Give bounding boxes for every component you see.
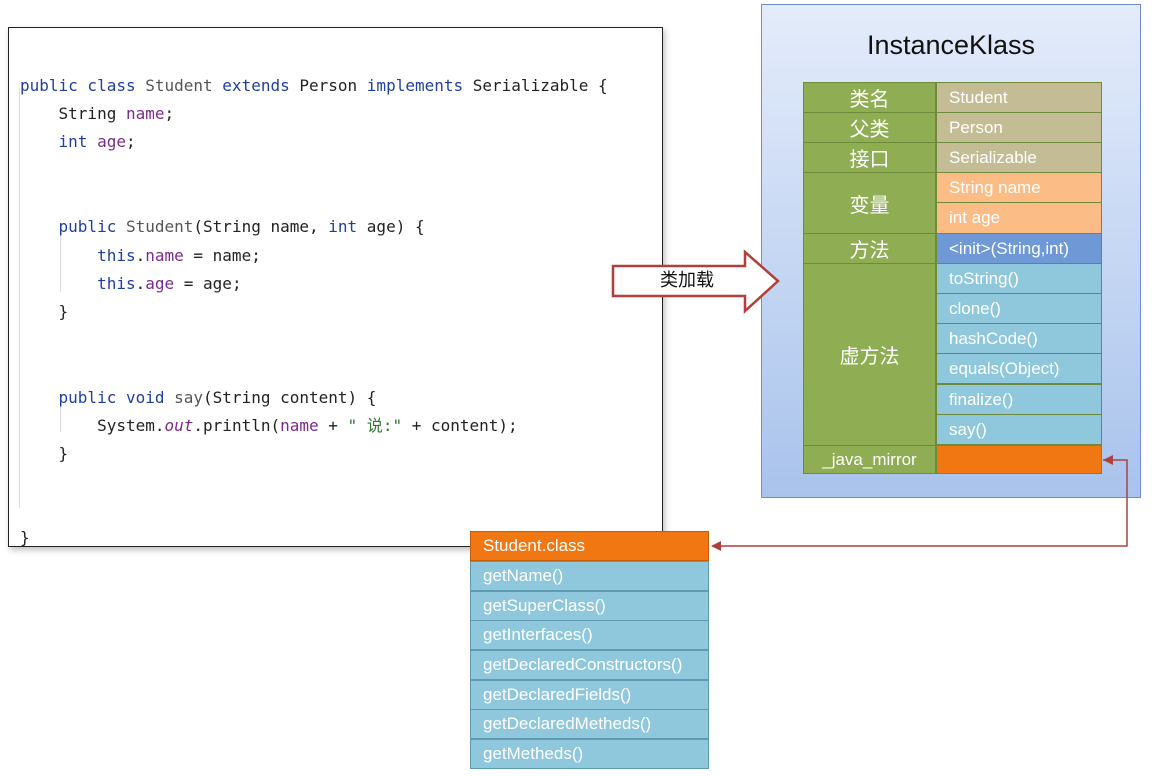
code-line: public class Student extends Person impl… — [20, 74, 608, 98]
code-line: this.age = age; — [20, 272, 242, 296]
code-token: . — [135, 274, 146, 293]
class-object-method: getInterfaces() — [470, 620, 709, 650]
code-token: (String content) { — [203, 388, 377, 407]
code-token: age — [145, 274, 175, 293]
code-token: public class — [20, 76, 146, 95]
class-object-method: getDeclaredConstructors() — [470, 650, 709, 680]
code-token: implements — [366, 76, 473, 95]
code-token: public — [58, 217, 126, 236]
code-token: ; — [125, 132, 136, 151]
code-token: System. — [20, 416, 165, 435]
indent-guide — [60, 232, 61, 292]
super-class-label: 父类 — [803, 112, 936, 143]
code-token: = age; — [174, 274, 242, 293]
code-token: Student — [145, 76, 223, 95]
code-token: ; — [164, 104, 175, 123]
code-token: name — [280, 416, 319, 435]
code-token: = name; — [183, 246, 261, 265]
code-line: String name; — [20, 102, 175, 126]
code-line: int age; — [20, 130, 136, 154]
code-token: } — [20, 302, 69, 321]
fields-label: 变量 — [803, 172, 936, 234]
code-line: public void say(String content) { — [20, 386, 377, 410]
code-token: age) { — [366, 217, 425, 236]
code-token: public void — [58, 388, 175, 407]
code-token: } — [20, 528, 30, 547]
class-object-header: Student.class — [470, 531, 709, 561]
class-name-value: Student — [936, 82, 1102, 113]
code-line: } — [20, 300, 69, 324]
code-line: this.name = name; — [20, 244, 261, 268]
method-item: <init>(String,int) — [936, 233, 1102, 264]
indent-guide — [60, 402, 61, 432]
field-item: String name — [936, 172, 1102, 203]
class-object-method: getName() — [470, 561, 709, 591]
super-class-value: Person — [936, 112, 1102, 143]
code-token: Serializable { — [472, 76, 608, 95]
code-token: int — [328, 217, 367, 236]
indent-guide — [19, 88, 20, 508]
code-line: } — [20, 442, 69, 466]
virtual-method-item: say() — [936, 414, 1102, 445]
code-token: Student — [125, 217, 194, 236]
code-token: age — [97, 132, 126, 151]
code-token: .println( — [193, 416, 281, 435]
code-token: name — [125, 104, 165, 123]
code-token: (String name, — [193, 217, 329, 236]
code-token: . — [135, 246, 146, 265]
class-object-method: getDeclaredFields() — [470, 680, 709, 710]
code-token: + — [318, 416, 348, 435]
class-object-method: getDeclaredMetheds() — [470, 709, 709, 739]
code-token: + content); — [402, 416, 518, 435]
code-token: this — [97, 246, 136, 265]
class-loading-arrow — [611, 249, 780, 314]
instance-klass-title: InstanceKlass — [866, 30, 1036, 60]
code-token: extends — [222, 76, 300, 95]
code-token: } — [20, 444, 69, 463]
java-mirror-value — [936, 445, 1102, 474]
interface-label: 接口 — [803, 142, 936, 173]
code-token: int — [58, 132, 98, 151]
code-line: public Student(String name, int age) { — [20, 215, 425, 239]
class-name-label: 类名 — [803, 82, 936, 113]
mirror-link-line — [712, 459, 1128, 547]
code-token: String — [20, 104, 126, 123]
code-line: } — [20, 526, 30, 550]
java-mirror-label: _java_mirror — [803, 445, 936, 474]
code-token: name — [145, 246, 184, 265]
code-token: say — [174, 388, 204, 407]
virtual-method-item: clone() — [936, 293, 1102, 324]
code-token: Person — [299, 76, 367, 95]
virtual-method-item: equals(Object) — [936, 353, 1102, 384]
code-panel: public class Student extends Person impl… — [8, 27, 663, 547]
code-token: " 说:" — [347, 416, 403, 435]
class-object-method: getMetheds() — [470, 739, 709, 769]
virtual-methods-label: 虚方法 — [803, 263, 936, 446]
code-token: this — [97, 274, 136, 293]
mirror-arrowhead-klass — [1103, 455, 1113, 465]
class-loading-label: 类加载 — [660, 270, 714, 291]
mirror-arrowhead-class — [711, 541, 721, 551]
code-line: System.out.println(name + " 说:" + conten… — [20, 414, 518, 438]
code-token: out — [164, 416, 194, 435]
class-object-method: getSuperClass() — [470, 591, 709, 621]
virtual-method-item: hashCode() — [936, 323, 1102, 354]
